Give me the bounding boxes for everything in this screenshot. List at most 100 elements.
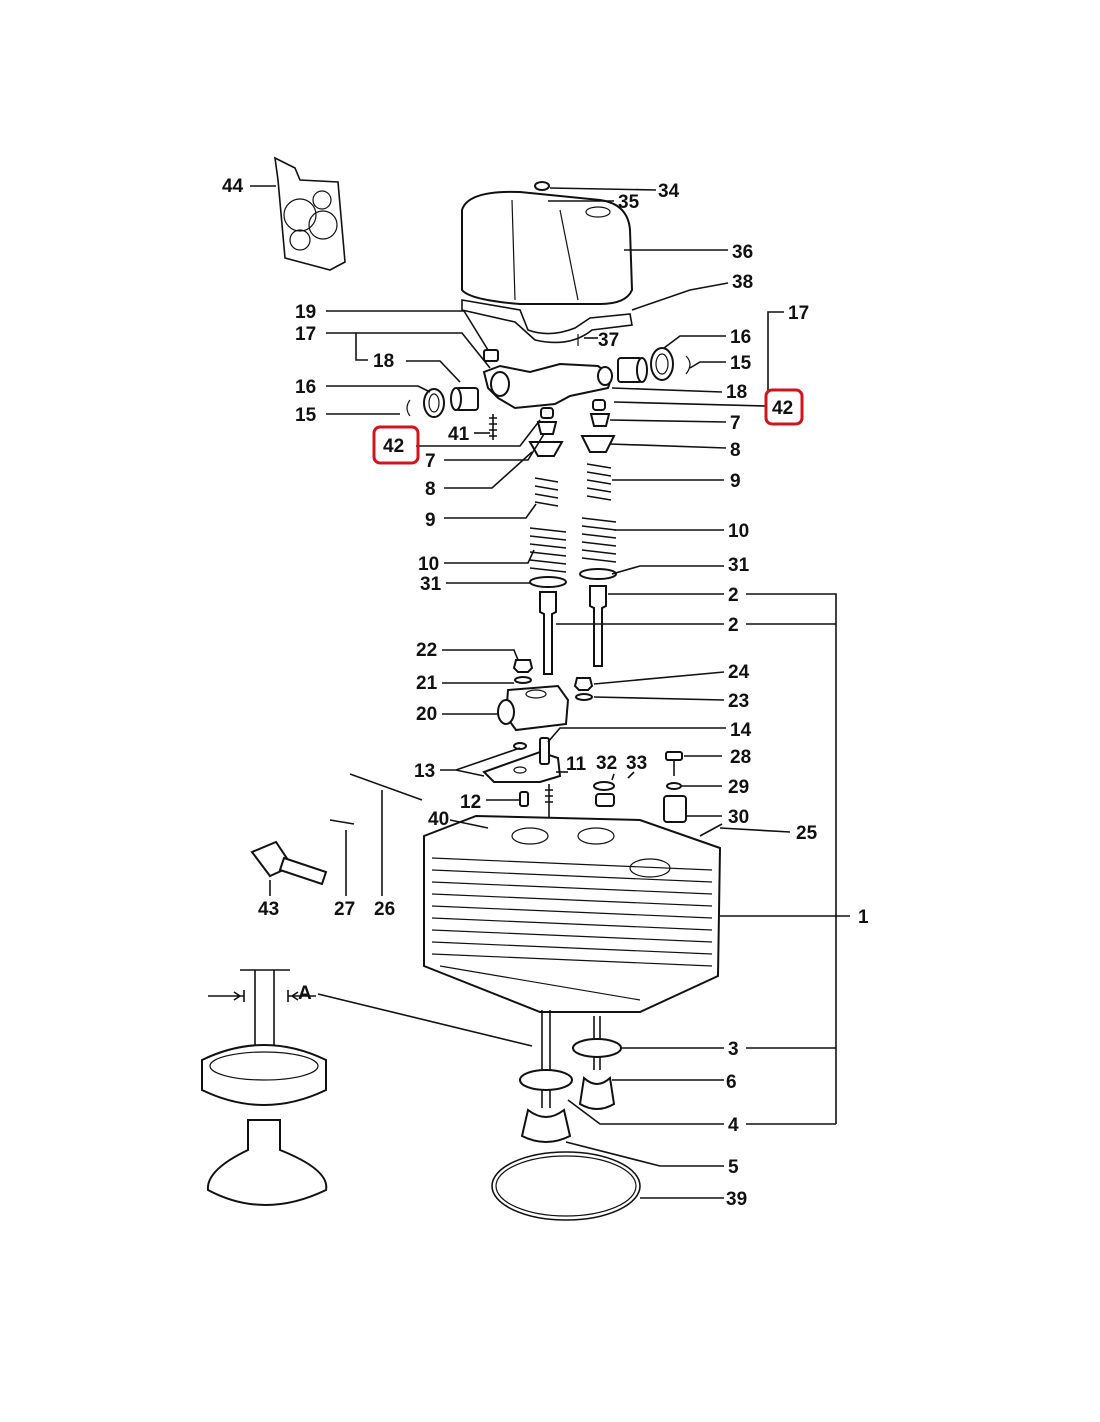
label-37: 37: [598, 330, 619, 351]
label-18-right: 18: [726, 382, 747, 403]
label-a: A: [298, 983, 312, 1004]
part-valve-exhaust: [572, 1016, 622, 1110]
part-cover-gasket: [461, 299, 633, 344]
label-1: 1: [858, 907, 869, 928]
part-valve-guide-left: [539, 591, 557, 675]
label-7-left: 7: [425, 451, 436, 472]
label-17-right: 17: [788, 303, 809, 324]
label-30: 30: [728, 807, 749, 828]
label-44: 44: [222, 176, 244, 197]
label-23: 23: [728, 691, 749, 712]
label-29: 29: [728, 777, 749, 798]
detail-a-valve-seat: [201, 969, 328, 1206]
part-stud-11: [545, 784, 553, 826]
part-valve-guide-right: [589, 585, 607, 667]
label-8-right: 8: [730, 440, 741, 461]
label-35: 35: [618, 192, 640, 213]
part-o-ring-39: [491, 1151, 641, 1221]
label-38: 38: [732, 272, 753, 293]
label-16-right: 16: [730, 327, 751, 348]
label-9-right: 9: [730, 471, 741, 492]
label-10-left: 10: [418, 554, 439, 575]
label-20: 20: [416, 704, 437, 725]
label-14: 14: [730, 720, 752, 741]
highlight-box-42-left: [372, 425, 420, 465]
part-pin-25: [699, 823, 723, 837]
part-washer-33: [593, 781, 615, 791]
part-valve-cap-right: [589, 413, 611, 427]
label-8-left: 8: [425, 479, 436, 500]
part-pin-12: [519, 791, 529, 807]
part-valve-springs-right: [581, 463, 617, 563]
label-32: 32: [596, 753, 617, 774]
part-rocker-cover: [461, 190, 634, 305]
part-washer-21: [514, 676, 532, 684]
label-41: 41: [448, 424, 470, 445]
label-43: 43: [258, 899, 279, 920]
part-spring-seat-right: [579, 568, 617, 580]
label-15-left: 15: [295, 405, 317, 426]
part-washer-23: [575, 693, 593, 701]
part-cylinder-head: [423, 814, 722, 1013]
label-4: 4: [728, 1115, 739, 1136]
part-valve-collet-right: [592, 399, 606, 411]
part-valve-inlet: [519, 1010, 573, 1143]
label-31-right: 31: [728, 555, 750, 576]
label-9-left: 9: [425, 510, 436, 531]
part-long-stud-26: [349, 773, 423, 801]
label-36: 36: [732, 242, 753, 263]
part-seal-13: [513, 742, 527, 750]
part-washer-29: [666, 782, 682, 790]
label-11: 11: [566, 754, 587, 775]
label-15-right: 15: [730, 353, 752, 374]
label-18-left: 18: [373, 351, 394, 372]
part-19: [483, 349, 499, 362]
label-3: 3: [728, 1039, 739, 1060]
part-nut-32: [595, 793, 615, 807]
label-19: 19: [295, 302, 316, 323]
part-spring-retainer-right: [580, 435, 616, 453]
part-adjust-screw-41: [489, 414, 497, 440]
label-34: 34: [658, 181, 680, 202]
label-2-lower: 2: [728, 615, 739, 636]
highlight-box-42-right: [764, 388, 804, 426]
label-13: 13: [414, 761, 435, 782]
label-24: 24: [728, 662, 750, 683]
part-short-stud-27: [329, 819, 355, 825]
part-spring-retainer-left: [528, 441, 564, 457]
label-22: 22: [416, 640, 437, 661]
label-28: 28: [730, 747, 751, 768]
label-2-upper: 2: [728, 585, 739, 606]
part-valve-collet-left: [540, 407, 554, 419]
part-nut-24: [573, 677, 594, 691]
part-gasket-kit-bag: [274, 156, 346, 271]
part-adapter-43: [250, 840, 328, 886]
label-10-right: 10: [728, 521, 749, 542]
part-injector-clamp-20: [497, 684, 570, 732]
leader-lines: [250, 185, 850, 1199]
label-39: 39: [726, 1189, 747, 1210]
part-nut-22: [512, 659, 534, 673]
part-spring-seat-left: [529, 576, 567, 588]
part-left-rocker-bush: [406, 387, 479, 418]
label-7-right: 7: [730, 413, 741, 434]
part-valve-cap-left: [536, 421, 558, 435]
label-25: 25: [796, 823, 818, 844]
label-21: 21: [416, 673, 438, 694]
label-40: 40: [428, 809, 449, 830]
part-right-rocker-bush: [617, 347, 691, 383]
label-6: 6: [726, 1072, 737, 1093]
part-rocker-arm-assembly: [482, 362, 614, 410]
label-17-left: 17: [295, 324, 316, 345]
label-31-left: 31: [420, 574, 442, 595]
label-27: 27: [334, 899, 355, 920]
label-12: 12: [460, 792, 481, 813]
label-33: 33: [626, 753, 647, 774]
label-42-left: 42: [383, 436, 404, 457]
part-bolt-28: [665, 751, 683, 776]
label-42-right: 42: [772, 398, 793, 419]
label-5: 5: [728, 1157, 739, 1178]
callout-labels: 44 34 35 36 38 19 17 18 16 15 41 42 7 8 …: [222, 176, 869, 1210]
label-26: 26: [374, 899, 395, 920]
